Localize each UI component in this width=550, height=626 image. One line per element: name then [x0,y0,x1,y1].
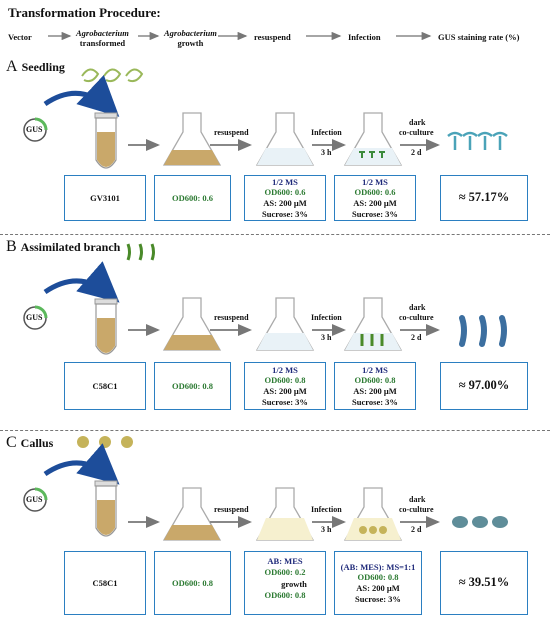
tube-icon [94,298,118,355]
flask-icon [255,297,315,351]
gus-rate-box: ≈ 97.00% [440,362,528,410]
strain-box: GV3101 [64,175,146,221]
header-step-gus-rate: GUS staining rate (%) [438,32,520,42]
gus-label: GUS [26,495,43,504]
seedling-icon [447,131,508,150]
strain-box: C58C1 [64,362,146,410]
coculture-label: co-culture [399,128,434,137]
seedling-icon [81,68,144,83]
flask-icon [162,112,222,166]
coculture-label: co-culture [399,505,434,514]
transform-arrow [43,261,120,303]
coculture-time-label: 2 d [411,525,422,534]
flask-icon [255,112,315,166]
infection-label: Infection [311,128,342,137]
gus-label: GUS [26,125,43,134]
infection-time-label: 3 h [321,333,332,342]
coculture-time-label: 2 d [411,148,422,157]
section-divider [0,234,550,235]
strain-box: C58C1 [64,551,146,615]
resuspend-label: resuspend [214,505,249,514]
transform-arrow [43,443,120,485]
resuspend-box: 1/2 MS OD600: 0.6 AS: 200 μM Sucrose: 3% [244,175,326,221]
branch-icon [126,243,155,261]
gus-label: GUS [26,313,43,322]
flask-icon [343,487,403,541]
flask-icon [162,487,222,541]
section-divider [0,430,550,431]
gus-rate-box: ≈ 57.17% [440,175,528,221]
growth-od-box: OD600: 0.8 [154,362,231,410]
coculture-time-label: 2 d [411,333,422,342]
infection-label: Infection [311,505,342,514]
resuspend-label: resuspend [214,313,249,322]
flask-icon [255,487,315,541]
plasmid-icon [23,487,48,512]
section-a-heading: A Seedling [6,58,65,75]
callus-icon [77,436,133,448]
infection-box: 1/2 MS OD600: 0.8 AS: 200 μM Sucrose: 3% [334,362,416,410]
callus-icon [452,516,508,528]
infection-time-label: 3 h [321,525,332,534]
growth-od-box: OD600: 0.6 [154,175,231,221]
growth-od-box: OD600: 0.8 [154,551,231,615]
infection-label: Infection [311,313,342,322]
page-title: Transformation Procedure: [8,5,161,20]
infection-box: (AB: MES): MS=1:1 OD600: 0.8 AS: 200 μM … [334,551,422,615]
resuspend-label: resuspend [214,128,249,137]
dark-label: dark [409,118,426,127]
infection-box: 1/2 MS OD600: 0.6 AS: 200 μM Sucrose: 3% [334,175,416,221]
section-b-heading: B Assimilated branch [6,238,121,255]
plasmid-icon [23,305,48,330]
section-c-heading: C Callus [6,434,54,451]
header-step-vector: Vector [8,32,32,42]
gus-rate-box: ≈ 39.51% [440,551,528,615]
resuspend-box: 1/2 MS OD600: 0.8 AS: 200 μM Sucrose: 3% [244,362,326,410]
header-step-resuspend: resuspend [254,32,291,42]
infection-time-label: 3 h [321,148,332,157]
transform-arrow [43,74,120,117]
flask-icon [343,112,403,166]
header-step-infection: Infection [348,32,381,42]
flask-icon [343,297,403,351]
dark-label: dark [409,495,426,504]
plasmid-icon [23,117,48,142]
flask-icon [162,297,222,351]
resuspend-box: AB: MES OD600: 0.2 growth OD600: 0.8 [244,551,326,615]
coculture-label: co-culture [399,313,434,322]
tube-icon [94,112,118,169]
branch-icon [459,315,507,347]
tube-icon [94,480,118,537]
dark-label: dark [409,303,426,312]
